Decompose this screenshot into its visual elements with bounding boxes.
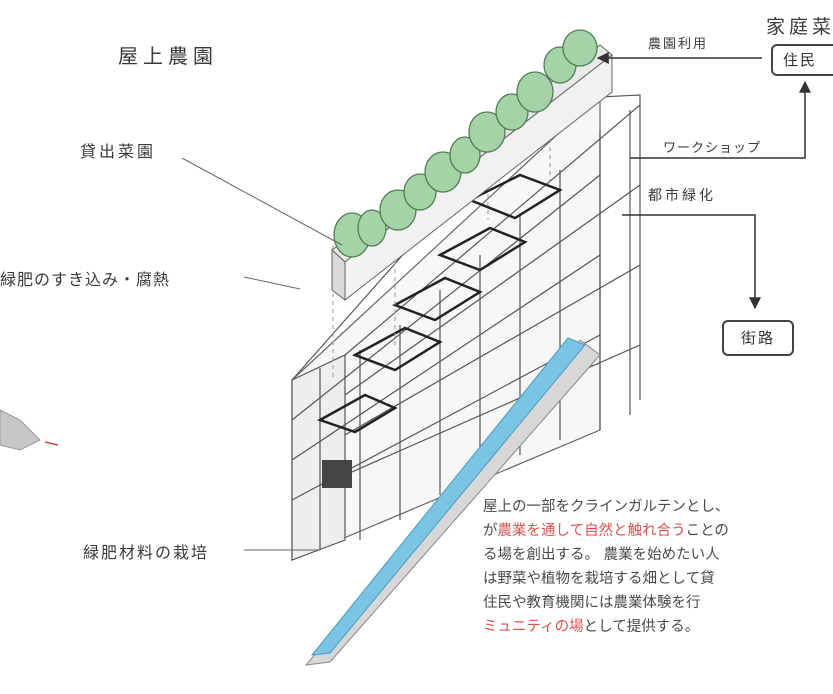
description-highlight: 農業を通して自然と触れ合う — [497, 523, 686, 539]
description-line: 屋上の一部をクラインガルテンとし、 — [483, 499, 730, 515]
node-resident: 住民 — [771, 44, 833, 76]
description-highlight: ミュニティの場 — [483, 619, 584, 635]
flow-arrows — [596, 52, 811, 310]
description-line: が農業を通して自然と触れ合うことの — [483, 523, 729, 539]
description-text: 屋上の一部をクラインガルテンとし、 が農業を通して自然と触れ合うことの る場を創… — [483, 495, 833, 639]
flow-label-workshop: ワークショップ — [663, 141, 762, 156]
trees — [333, 29, 598, 258]
node-street: 街路 — [722, 320, 794, 356]
description-line: は野菜や植物を栽培する畑として貸 — [483, 571, 715, 587]
label-rental-garden: 貸出菜園 — [80, 142, 157, 161]
label-green-manure-cultivation: 緑肥材料の栽培 — [83, 543, 210, 562]
flow-label-urban-greening: 都市緑化 — [648, 188, 716, 204]
leader-lines — [181, 157, 343, 551]
node-home-garden: 家庭菜 — [766, 16, 833, 38]
interior-rooms — [316, 173, 563, 488]
description-line: る場を創出する。 農業を始めたい人 — [483, 547, 720, 563]
green-manure-field — [304, 337, 601, 666]
label-rooftop-farm: 屋上農園 — [118, 44, 218, 68]
description-line: 住民や教育機関には農業体験を行 — [483, 595, 701, 611]
description-line: ミュニティの場として提供する。 — [483, 619, 700, 635]
label-green-manure-process: 緑肥のすき込み・腐熱 — [0, 270, 171, 289]
fragment-left — [0, 409, 59, 451]
flow-label-farm-use: 農園利用 — [648, 37, 709, 52]
